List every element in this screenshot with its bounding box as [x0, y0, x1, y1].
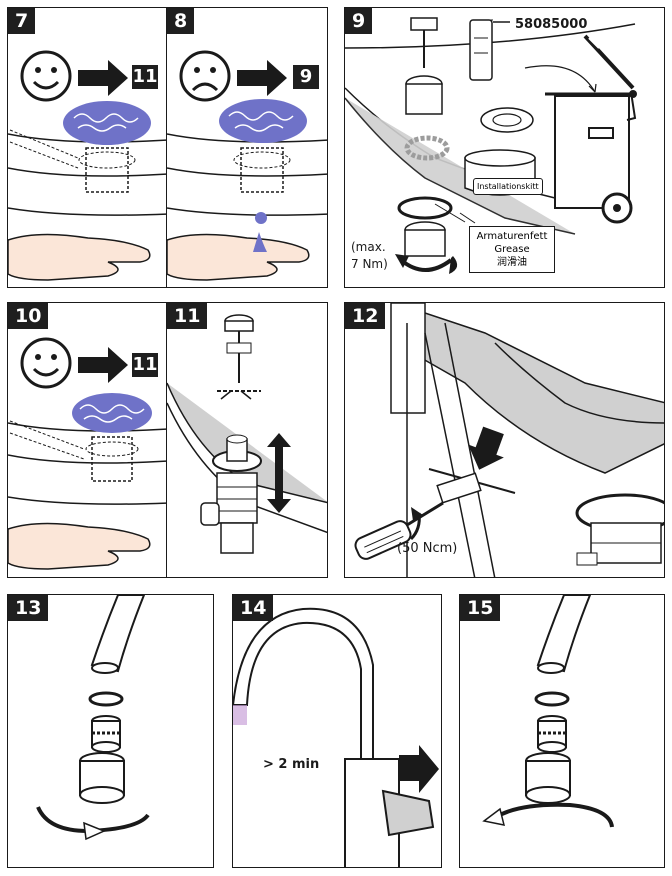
hand-icon	[167, 233, 310, 281]
grease-label: Armaturenfett Grease 润滑油	[469, 226, 555, 273]
step-number: 10	[8, 303, 49, 329]
waste-bin-icon	[554, 95, 630, 209]
kit-label: Installationskitt	[473, 178, 543, 195]
goto-step-9: 9	[293, 65, 319, 89]
step-11-panel: 11	[166, 302, 328, 578]
step-7-illustration	[8, 50, 166, 281]
step-number: 11	[167, 303, 208, 329]
step-number: 13	[8, 595, 49, 621]
down-arrow-icon	[468, 426, 504, 470]
step-9-illustration	[345, 17, 637, 274]
happy-face-icon	[20, 50, 72, 102]
step-11-illustration	[167, 314, 327, 554]
step-13-illustration	[36, 595, 150, 841]
step-number: 9	[345, 8, 373, 34]
step-14-illustration	[233, 607, 439, 867]
up-down-arrow-icon	[267, 433, 291, 513]
rotate-arrow-icon	[399, 258, 453, 272]
step-10-panel: 10 11	[7, 302, 167, 578]
torque-label: (50 Ncm)	[397, 541, 458, 556]
screwdriver-icon	[354, 520, 412, 560]
step-7-panel: 7 11	[7, 7, 167, 288]
arrow-right-icon	[78, 60, 128, 96]
step-number: 15	[460, 595, 501, 621]
step-number: 8	[167, 8, 195, 34]
goto-step-11: 11	[132, 353, 158, 377]
rotate-arrow-icon	[494, 802, 614, 828]
step-8-illustration	[167, 50, 327, 281]
step-13-panel: 13	[7, 594, 214, 868]
cartridge-part	[469, 19, 493, 81]
hand-icon	[8, 522, 151, 570]
step-10-illustration	[8, 337, 166, 570]
step-number: 12	[345, 303, 386, 329]
step-12-illustration	[354, 303, 664, 577]
arrow-right-icon	[78, 347, 128, 383]
torque-label: (max. 7 Nm)	[351, 240, 388, 271]
water-pool-icon	[72, 393, 152, 433]
part-number-label: 58085000	[515, 17, 588, 32]
faucet-icon	[233, 607, 374, 776]
aerator-washer	[88, 691, 124, 707]
arrow-right-icon	[237, 60, 287, 96]
water-pool-icon	[219, 99, 307, 143]
step-14-panel: 14 > 2 min	[232, 594, 442, 868]
water-drop-icon	[255, 212, 267, 224]
step-number: 14	[233, 595, 274, 621]
aerator-washer	[534, 691, 570, 707]
step-9-panel: 9	[344, 7, 665, 288]
arrow-right-icon	[399, 745, 439, 793]
goto-step-11: 11	[132, 65, 158, 89]
hand-icon	[8, 233, 151, 281]
gear-ring	[404, 135, 450, 161]
happy-face-icon	[20, 337, 72, 389]
step-number: 7	[8, 8, 36, 34]
step-12-panel: 12 (50 Ncm)	[344, 302, 665, 578]
step-15-illustration	[482, 595, 614, 828]
step-8-panel: 8 9	[166, 7, 328, 288]
water-pool-icon	[63, 101, 151, 145]
spout-icon	[90, 595, 146, 673]
duration-label: > 2 min	[263, 757, 320, 772]
step-15-panel: 15	[459, 594, 665, 868]
sad-face-icon	[179, 50, 231, 102]
spout-icon	[536, 595, 592, 673]
